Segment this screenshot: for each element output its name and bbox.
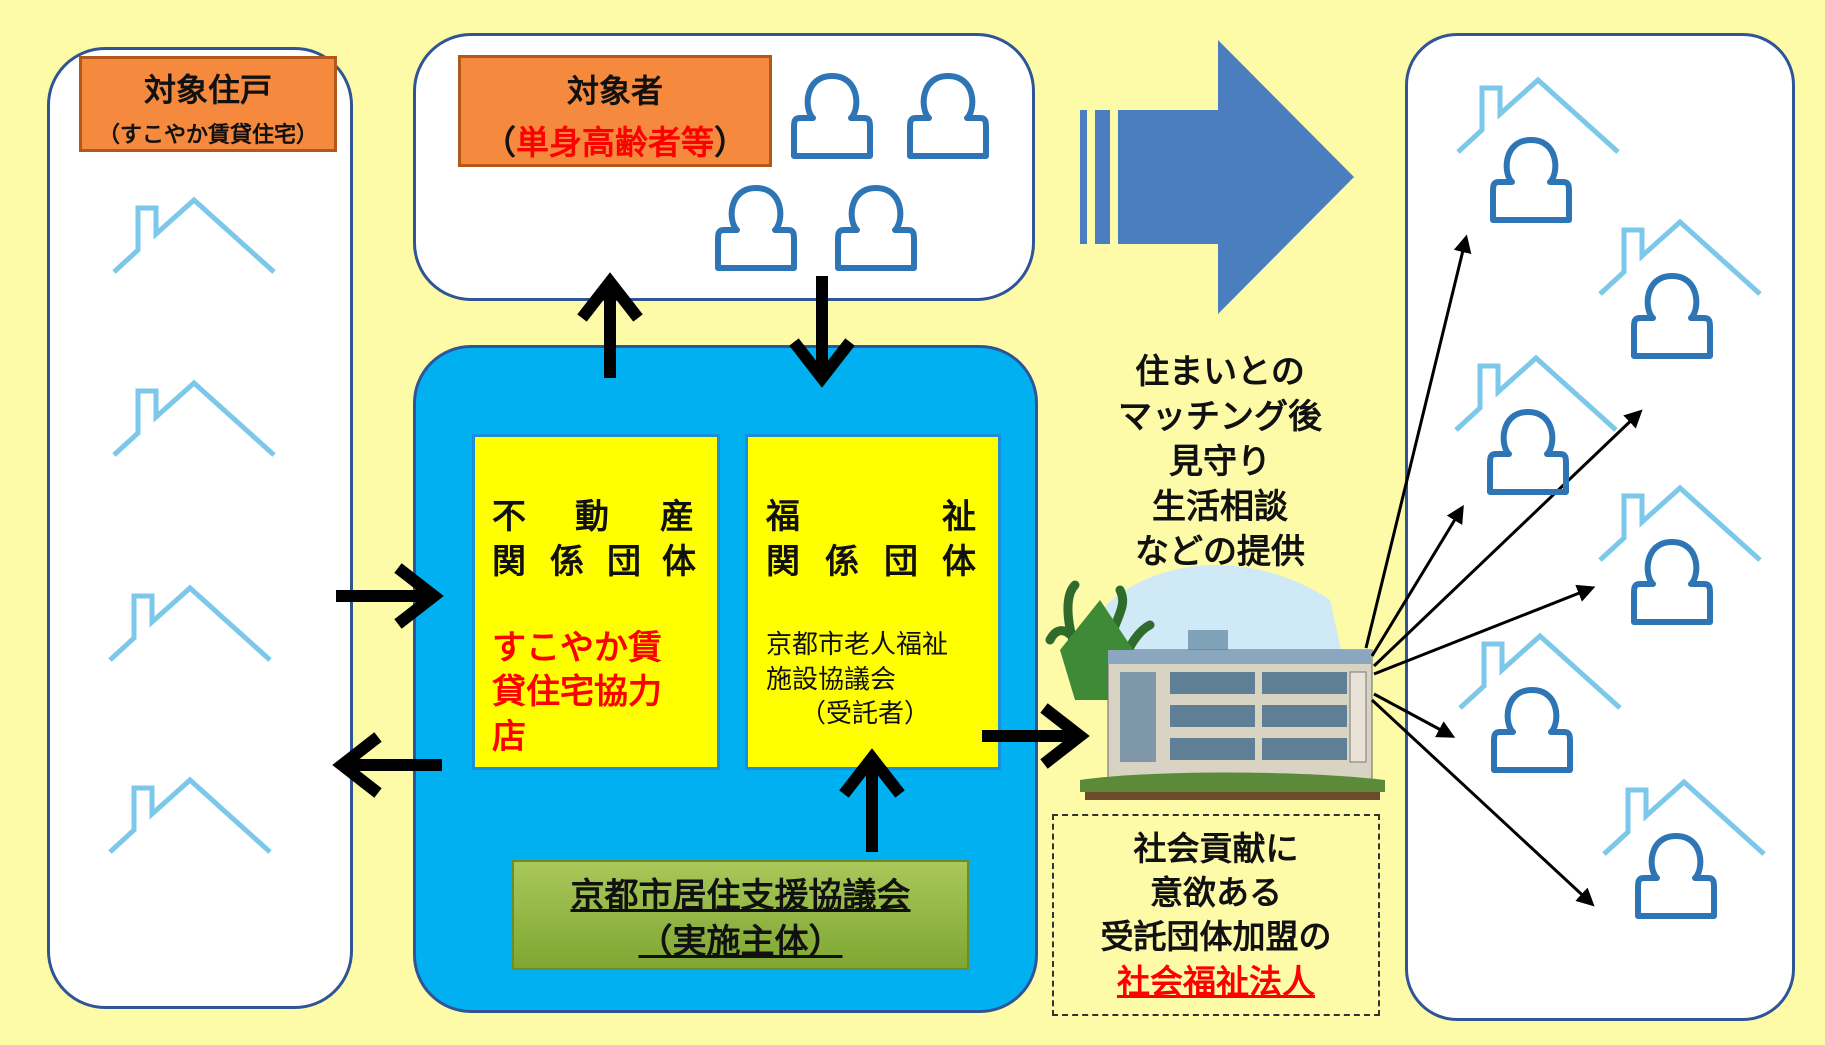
welfare-char-3: 関	[766, 542, 800, 582]
target-housing-subtitle: （すこやか賃貸住宅）	[97, 123, 318, 148]
support-arrows	[1364, 234, 1643, 907]
house-roof-icon	[114, 200, 274, 272]
household-icon	[1600, 488, 1760, 622]
paren-close: ）	[714, 123, 747, 162]
welfare-char-4: 係	[825, 542, 859, 582]
welfare-box	[745, 434, 1001, 770]
real-estate-char-6: 団	[607, 542, 641, 582]
household-icon	[1456, 358, 1616, 492]
cooperating-store-line3: 店	[492, 717, 526, 757]
corporation-box	[1052, 814, 1380, 1016]
services-line4: 生活相談	[1152, 487, 1288, 527]
target-persons-label: 対象者 （単身高齢者等）	[458, 55, 772, 167]
single-elderly-text: 単身高齢者等	[516, 123, 714, 162]
welfare-org-line1: 京都市老人福祉	[766, 630, 949, 660]
services-line2: マッチング後	[1118, 397, 1322, 437]
welfare-char-5: 団	[884, 542, 918, 582]
cooperating-store-line2: 貸住宅協力	[492, 672, 662, 712]
person-icon	[910, 76, 986, 156]
person-icon	[718, 188, 794, 268]
council-box	[512, 860, 969, 970]
building-illustration	[1045, 565, 1385, 800]
household-icon	[1458, 80, 1618, 220]
households-panel	[1405, 33, 1795, 1021]
welfare-char-6: 体	[942, 542, 976, 582]
big-right-arrow-icon	[1080, 40, 1354, 314]
council-role: （実施主体）	[638, 922, 843, 962]
person-icon	[838, 188, 914, 268]
real-estate-char-2: 動	[575, 497, 609, 537]
house-roof-icon	[110, 780, 270, 852]
services-line1: 住まいとの	[1135, 352, 1305, 392]
corporation-line3: 受託団体加盟の	[1100, 917, 1332, 956]
target-housing-title: 対象住戸	[143, 71, 272, 109]
real-estate-char-7: 体	[662, 542, 696, 582]
real-estate-char-5: 係	[550, 542, 584, 582]
welfare-org-line3: （受託者）	[800, 699, 931, 729]
target-persons-title: 対象者	[566, 72, 663, 110]
welfare-org-line2: 施設協議会	[766, 665, 897, 695]
house-roof-icon	[110, 588, 270, 660]
welfare-char-2: 祉	[942, 497, 976, 537]
real-estate-char-1: 不	[492, 497, 526, 537]
target-persons-subtitle: （単身高齢者等）	[461, 116, 769, 164]
household-icon	[1604, 782, 1764, 916]
target-housing-label: 対象住戸 （すこやか賃貸住宅）	[79, 56, 337, 152]
real-estate-box	[472, 434, 720, 770]
real-estate-char-3: 産	[660, 497, 694, 537]
household-icon	[1600, 222, 1760, 356]
welfare-char-1: 福	[766, 497, 800, 537]
real-estate-char-4: 関	[492, 542, 526, 582]
house-roof-icon	[114, 383, 274, 455]
council-name: 京都市居住支援協議会	[570, 876, 911, 916]
corporation-line1: 社会貢献に	[1133, 829, 1299, 868]
social-welfare-corporation: 社会福祉法人	[1117, 962, 1315, 1001]
paren-open: （	[483, 123, 516, 162]
person-icon	[794, 76, 870, 156]
services-line3: 見守り	[1169, 442, 1271, 482]
cooperating-store-line1: すこやか賃	[492, 628, 662, 668]
corporation-line2: 意欲ある	[1150, 873, 1282, 912]
household-icon	[1460, 636, 1620, 770]
